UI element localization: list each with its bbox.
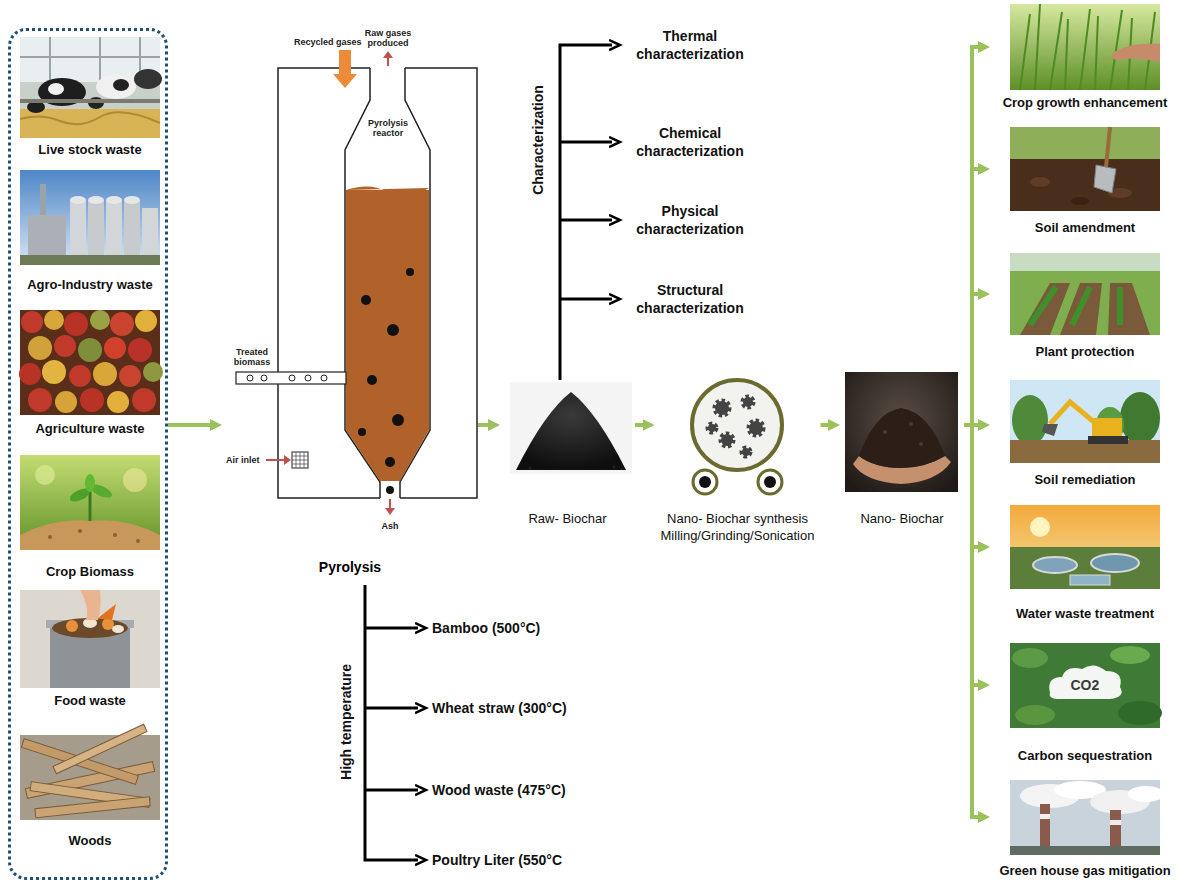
image-node: Raw- Biochar [500, 382, 635, 527]
image-node: Crop Biomass [14, 455, 166, 580]
flow-arrow [964, 425, 982, 817]
caption: Soil remediation [994, 471, 1176, 488]
label: Structural characterization [625, 281, 755, 317]
smokestack-photo [1010, 780, 1164, 855]
image-node: Agro-Industry waste [14, 170, 166, 293]
flow-arrow [964, 294, 982, 425]
flow-arrow [168, 423, 214, 427]
label: Bamboo (500°C) [432, 619, 540, 637]
image-node: Carbon sequestration [990, 643, 1180, 764]
caption: Agriculture waste [18, 420, 162, 437]
caption: Raw- Biochar [504, 510, 631, 527]
image-node: Woods [14, 735, 166, 849]
image-node: Pyrolysis [222, 40, 478, 576]
soil-photo [1010, 127, 1160, 211]
label: High temperature [337, 664, 355, 780]
factory-photo [20, 170, 160, 265]
caption: Live stock waste [18, 141, 162, 158]
label: Wood waste (475°C) [432, 781, 566, 799]
livestock-photo [20, 37, 162, 138]
source-group: Live stock wasteAgro-Industry wasteAgric… [8, 28, 168, 880]
caption: Woods [18, 832, 162, 849]
label: Chemical characterization [625, 124, 755, 160]
caption: Nano- Biochar [844, 510, 960, 527]
image-node: Soil amendment [990, 127, 1180, 236]
temperature-tree [365, 585, 418, 860]
raw-biochar-photo [510, 382, 632, 474]
caption: Soil amendment [994, 219, 1176, 236]
crop-biomass-photo [20, 455, 160, 550]
wood-photo [20, 724, 160, 820]
caption: Pyrolysis [226, 558, 474, 576]
excavator-photo [1010, 380, 1160, 463]
flow-arrow [964, 47, 982, 425]
label: Physical characterization [625, 202, 755, 238]
caption: Green house gas mitigation [994, 862, 1176, 879]
label: Treated biomass [229, 347, 275, 367]
caption: Water waste treatment [994, 605, 1176, 622]
flow-arrow [635, 423, 647, 427]
caption: Plant protection [994, 343, 1176, 360]
image-node: Water waste treatment [990, 505, 1180, 622]
image-node: Nano- Biochar synthesisMilling/Grinding/… [655, 375, 821, 544]
ball-mill [692, 380, 782, 494]
caption: Crop Biomass [18, 563, 162, 580]
image-node: Crop growth enhancement [990, 4, 1180, 111]
label: Thermal characterization [625, 27, 755, 63]
fruit-waste-photo [19, 310, 163, 415]
image-node: Live stock waste [14, 37, 166, 158]
co2-photo [1010, 643, 1162, 728]
image-node: Soil remediation [990, 380, 1180, 488]
caption: Carbon sequestration [994, 747, 1176, 764]
characterization-tree [560, 45, 612, 380]
caption: Agro-Industry waste [18, 276, 162, 293]
water-treatment-photo [1010, 505, 1160, 589]
image-node: Nano- Biochar [840, 372, 964, 527]
label: Poultry Liter (550°C [432, 851, 562, 869]
caption: Nano- Biochar synthesis [659, 510, 817, 527]
label: Raw gases produced [362, 28, 414, 48]
food-waste-photo [20, 590, 160, 688]
label: Air inlet [226, 455, 260, 465]
pyrolysis-reactor [236, 50, 477, 515]
image-node: Plant protection [990, 253, 1180, 360]
label: Wheat straw (300°C) [432, 699, 567, 717]
flow-arrow [821, 423, 833, 427]
caption: Food waste [18, 692, 162, 709]
label: Ash [382, 521, 399, 531]
image-node: Agriculture waste [14, 310, 166, 437]
caption: Milling/Grinding/Sonication [659, 527, 817, 544]
caption: Crop growth enhancement [994, 94, 1176, 111]
garden-photo [1010, 253, 1160, 335]
flow-arrow [478, 423, 492, 427]
rice-photo [1010, 4, 1160, 90]
flow-arrow [964, 169, 982, 425]
label: CO2 [1071, 677, 1100, 693]
image-node: Food waste [14, 590, 166, 709]
image-node: Green house gas mitigation [990, 780, 1180, 879]
label: Recycled gases [294, 37, 362, 47]
label: Characterization [529, 85, 547, 195]
nano-biochar-photo [845, 372, 958, 492]
label: Pyrolysis reactor [361, 118, 415, 138]
